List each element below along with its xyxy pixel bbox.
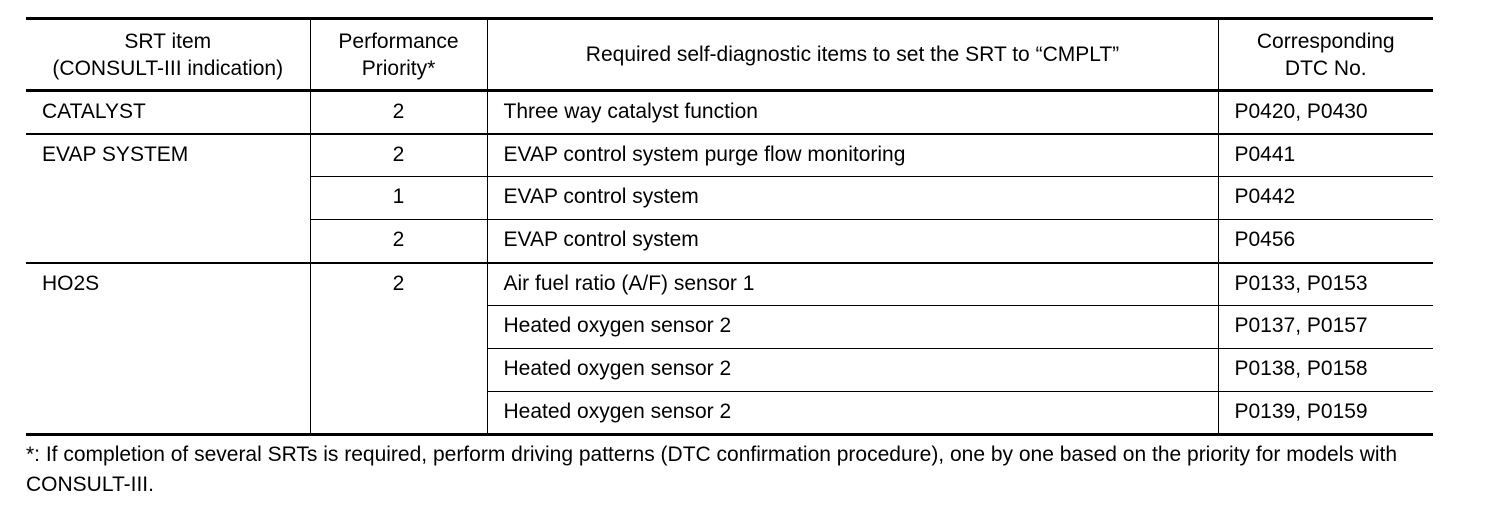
header-priority: Performance Priority* xyxy=(309,17,487,92)
footnote: *: If completion of several SRTs is requ… xyxy=(26,443,1398,496)
diagnostic-cell: EVAP control system purge flow monitorin… xyxy=(486,132,1218,177)
priority-cell: 2 xyxy=(309,132,487,177)
diagnostic-cell: EVAP control system xyxy=(486,219,1218,263)
table-row: EVAP SYSTEM 2 EVAP control system purge … xyxy=(26,132,1433,263)
diagnostic-cell: EVAP control system xyxy=(486,176,1218,220)
table-row: Heated oxygen sensor 2 P0139, P0159 xyxy=(26,391,1433,436)
dtc-cell: P0139, P0159 xyxy=(1217,391,1433,436)
diagnostic-cell: Heated oxygen sensor 2 xyxy=(486,391,1218,436)
table-row: Heated oxygen sensor 2 P0138, P0158 xyxy=(26,348,1433,392)
dtc-cell: P0420, P0430 xyxy=(1217,90,1433,134)
dtc-cell: P0138, P0158 xyxy=(1217,348,1433,392)
header-diagnostic-items: Required self-diagnostic items to set th… xyxy=(486,17,1218,92)
header-dtc-no: Corresponding DTC No. xyxy=(1217,17,1433,92)
dtc-cell: P0442 xyxy=(1217,176,1433,220)
table-row: HO2S 2 Air fuel ratio (A/F) sensor 1 P01… xyxy=(26,261,1433,436)
table-row: CATALYST 2 Three way catalyst function P… xyxy=(26,90,1433,134)
table-row: Heated oxygen sensor 2 P0137, P0157 xyxy=(26,305,1433,349)
priority-cell: 1 xyxy=(309,176,487,220)
srt-table-container: SRT item (CONSULT-III indication) Perfor… xyxy=(26,17,1433,436)
dtc-cell: P0441 xyxy=(1217,132,1433,177)
priority-cell: 2 xyxy=(309,219,487,263)
dtc-cell: P0137, P0157 xyxy=(1217,305,1433,349)
dtc-cell: P0456 xyxy=(1217,219,1433,263)
srt-item-cell: CATALYST xyxy=(42,100,146,123)
diagnostic-cell: Heated oxygen sensor 2 xyxy=(486,305,1218,349)
priority-cell: 2 xyxy=(309,90,487,134)
diagnostic-cell: Heated oxygen sensor 2 xyxy=(486,348,1218,392)
diagnostic-cell: Air fuel ratio (A/F) sensor 1 xyxy=(486,261,1218,306)
srt-item-cell: EVAP SYSTEM xyxy=(26,132,310,263)
srt-item-cell: HO2S xyxy=(26,261,310,436)
header-srt-item: SRT item (CONSULT-III indication) xyxy=(26,17,310,92)
dtc-cell: P0133, P0153 xyxy=(1217,261,1433,306)
diagnostic-cell: Three way catalyst function xyxy=(486,90,1218,134)
priority-cell: 2 xyxy=(309,261,487,436)
table-header-row: SRT item (CONSULT-III indication) Perfor… xyxy=(26,17,1433,92)
table-row: 1 EVAP control system P0442 xyxy=(26,176,1433,220)
srt-table: SRT item (CONSULT-III indication) Perfor… xyxy=(26,17,1433,436)
table-row: 2 EVAP control system P0456 xyxy=(26,219,1433,263)
